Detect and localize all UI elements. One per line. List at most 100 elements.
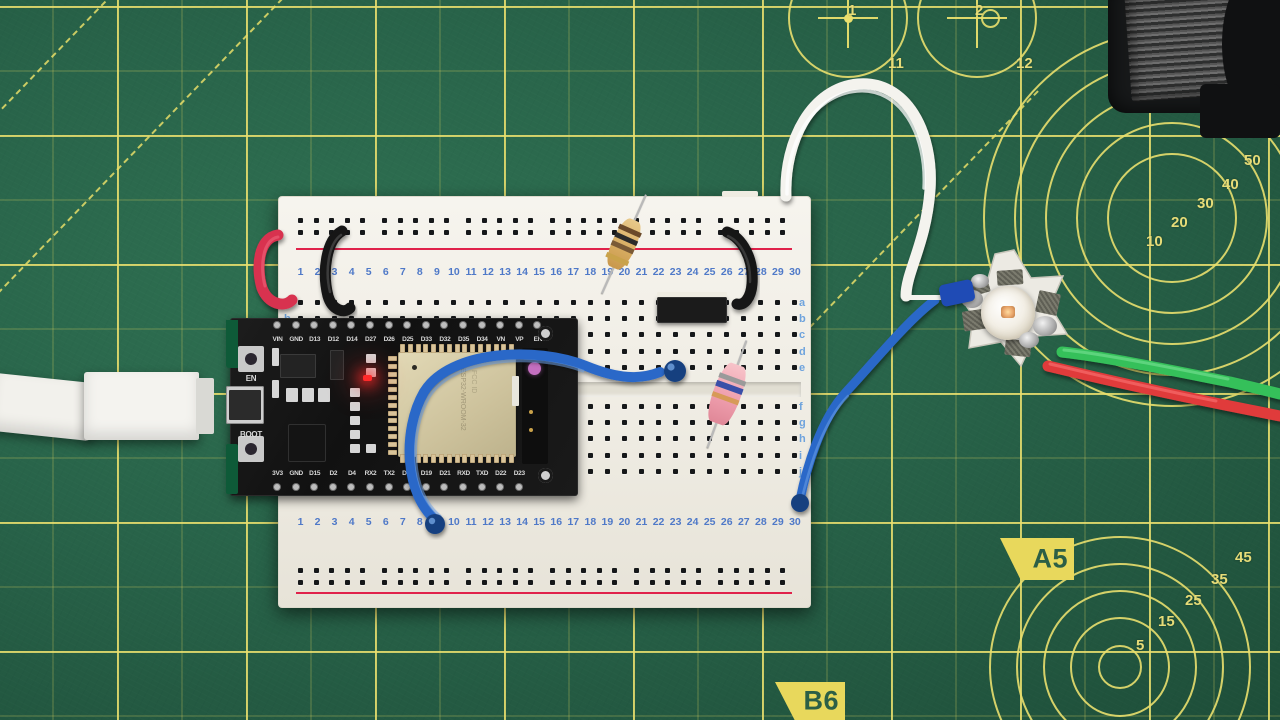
esp32-label-top-D13: D13 <box>309 336 321 343</box>
esp32-purple-marker <box>528 362 541 375</box>
field-top-hole <box>536 300 542 305</box>
column-number-bottom-19: 19 <box>601 516 614 528</box>
esp32-pin-bottom-D18[interactable] <box>404 484 411 490</box>
column-number-top-26: 26 <box>720 266 733 278</box>
esp32-pin-top-D12[interactable] <box>329 322 336 328</box>
esp32-pin-top-D26[interactable] <box>385 322 392 328</box>
field-bottom-hole <box>707 452 713 458</box>
field-top-hole <box>519 300 525 305</box>
esp32-pin-bottom-D2[interactable] <box>329 484 336 490</box>
esp32-module-pad-bottom <box>415 454 421 463</box>
esp32-pin-bottom-TX2[interactable] <box>385 484 392 490</box>
rail-top-hole <box>397 218 403 223</box>
column-number-top-24: 24 <box>686 266 699 278</box>
rail-bottom-hole <box>634 568 639 573</box>
rail-bottom-hole <box>497 568 502 573</box>
esp32-pin-bottom-TXD[interactable] <box>478 484 485 490</box>
field-bottom-hole <box>690 436 696 442</box>
esp32-pin-bottom-D4[interactable] <box>348 484 355 490</box>
esp32-pin-top-VN[interactable] <box>497 322 504 328</box>
mat-scale-tr-label-20: 20 <box>1171 214 1188 231</box>
field-top-hole <box>417 300 423 305</box>
esp32-pin-bottom-D23[interactable] <box>515 484 522 490</box>
column-number-top-5: 5 <box>365 266 372 278</box>
esp32-pin-top-D32[interactable] <box>441 322 448 328</box>
esp32-pin-top-D35[interactable] <box>460 322 466 328</box>
micro-usb-port[interactable] <box>226 386 264 424</box>
field-top-hole <box>775 348 781 354</box>
led-star-module[interactable] <box>955 248 1073 370</box>
field-top-hole <box>741 316 747 322</box>
field-top-hole <box>690 364 696 370</box>
rail-bottom-hole <box>444 580 449 585</box>
esp32-pin-bottom-RX2[interactable] <box>367 484 373 490</box>
rail-bottom-hole <box>733 568 739 573</box>
column-number-top-9: 9 <box>433 266 440 278</box>
esp32-left-edge-low <box>226 444 238 494</box>
enable-button[interactable] <box>238 346 264 372</box>
field-bottom-hole <box>724 468 730 474</box>
rail-bottom-hole <box>466 580 471 585</box>
rail-top-hole <box>596 218 602 223</box>
esp32-pin-bottom-3V3[interactable] <box>274 484 280 490</box>
esp32-label-bottom-TX2: TX2 <box>383 470 395 477</box>
esp32-antenna-pad-2 <box>529 428 533 432</box>
esp32-pin-top-D14[interactable] <box>348 322 355 328</box>
esp32-pin-top-EN[interactable] <box>534 322 541 328</box>
esp32-pin-bottom-D15[interactable] <box>311 484 318 490</box>
rail-top-hole <box>733 230 739 235</box>
field-top-hole <box>604 300 610 305</box>
column-number-bottom-4: 4 <box>348 516 355 528</box>
field-top-hole <box>758 316 764 322</box>
esp32-pin-bottom-GND[interactable] <box>292 484 299 490</box>
esp32-pin-bottom-D19[interactable] <box>422 484 429 490</box>
column-number-top-18: 18 <box>584 266 597 278</box>
field-top-hole <box>656 332 662 338</box>
field-bottom-hole <box>724 452 730 458</box>
esp32-pin-bottom-D22[interactable] <box>497 484 504 490</box>
esp32-pin-top-GND[interactable] <box>292 322 299 328</box>
esp32-pin-top-D27[interactable] <box>367 322 373 328</box>
field-bottom-hole <box>758 468 764 474</box>
column-number-bottom-1: 1 <box>297 516 304 528</box>
esp32-label-top-VP: VP <box>515 336 524 343</box>
black-ic-chip[interactable] <box>657 292 727 323</box>
esp32-pin-top-D34[interactable] <box>478 322 485 328</box>
esp32-pin-bottom-RXD[interactable] <box>460 484 466 490</box>
mat-flag-b6-label: B6 <box>803 685 839 716</box>
esp32-pin-top-VIN[interactable] <box>274 322 280 328</box>
mat-scale-tr-label-40: 40 <box>1222 176 1239 193</box>
boot-button[interactable] <box>238 436 264 462</box>
usb-plug-body[interactable] <box>84 372 199 440</box>
rail-top-hole <box>497 230 502 235</box>
esp32-pin-top-D33[interactable] <box>422 322 429 328</box>
field-top-hole <box>639 300 644 305</box>
esp32-label-bottom-D22: D22 <box>495 470 507 477</box>
field-top-hole <box>673 348 679 354</box>
rail-top-hole <box>329 218 334 223</box>
rail-bottom-hole <box>665 568 670 573</box>
column-number-top-11: 11 <box>465 266 477 278</box>
mat-center-dot-1 <box>844 14 853 23</box>
column-number-bottom-17: 17 <box>567 516 580 528</box>
field-top-hole <box>775 316 781 322</box>
led-solder-joint-top <box>971 274 989 288</box>
esp32-pin-top-D13[interactable] <box>311 322 318 328</box>
esp32-label-bottom-D18: D18 <box>402 470 414 477</box>
column-number-bottom-7: 7 <box>399 516 406 528</box>
field-top-hole <box>604 348 610 354</box>
field-top-hole <box>758 364 764 370</box>
mat-coord-11: 11 <box>888 55 904 72</box>
esp32-pin-top-VP[interactable] <box>515 322 522 328</box>
rail-bottom-hole <box>313 568 319 573</box>
field-top-hole <box>485 300 491 305</box>
esp32-pin-bottom-D21[interactable] <box>441 484 448 490</box>
field-top-hole <box>792 364 798 370</box>
esp32-pin-top-D25[interactable] <box>404 322 411 328</box>
field-top-hole <box>792 348 798 354</box>
mat-scale-br-label-35: 35 <box>1211 571 1228 588</box>
rail-top-hole <box>665 230 670 235</box>
esp32-label-bottom-RX2: RX2 <box>364 470 377 477</box>
esp32-res-2 <box>350 402 360 411</box>
